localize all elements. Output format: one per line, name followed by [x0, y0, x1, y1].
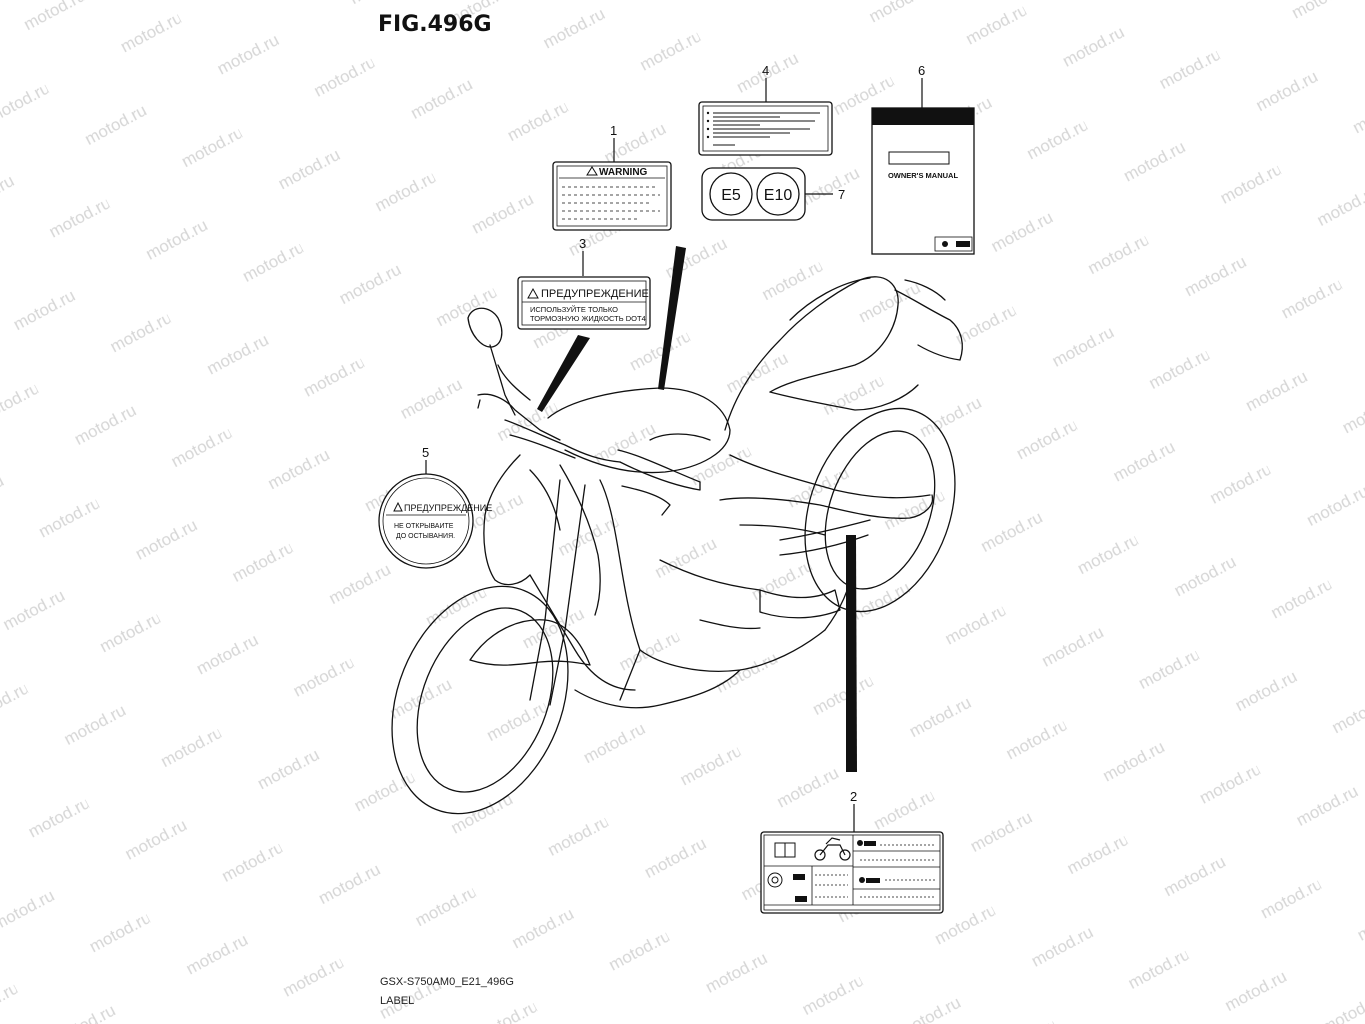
radiator-line-1: НЕ ОТКРЫВАИТЕ: [394, 523, 454, 530]
label-4-spec: [698, 101, 833, 156]
load-icon: [793, 874, 807, 902]
brake-line-2: ТОРМОЗНУЮ ЖИДКОСТЬ DOT4: [530, 314, 646, 323]
callout-7: 7: [838, 187, 845, 202]
figure-code: GSX-S750AM0_E21_496G: [380, 976, 514, 988]
warning-heading: WARNING: [599, 167, 648, 178]
brake-line-1: ИСПОЛЬЗУЙТЕ ТОЛЬКО: [530, 305, 618, 314]
brake-heading: ПРЕДУПРЕЖДЕНИЕ: [541, 288, 649, 300]
callout-5: 5: [422, 445, 429, 460]
leader-pointers: [425, 78, 923, 832]
radiator-heading: ПРЕДУПРЕЖДЕНИЕ: [404, 503, 492, 513]
label-1-warning: WARNING: [552, 161, 672, 231]
label-2-tire-info: [760, 831, 944, 914]
label-5-radiator-warning: ПРЕДУПРЕЖДЕНИЕ НЕ ОТКРЫВАИТЕ ДО ОСТЫВАНИ…: [378, 473, 492, 569]
label-7-fuel-compatibility: E5 E10: [701, 167, 806, 221]
label-3-brake-fluid: ПРЕДУПРЕЖДЕНИЕ ИСПОЛЬЗУЙТЕ ТОЛЬКО ТОРМОЗ…: [517, 276, 651, 330]
item-6-owners-manual: OWNER'S MANUAL: [871, 107, 975, 255]
motorcycle-outline: [391, 276, 963, 815]
callout-4: 4: [762, 63, 769, 78]
callout-6: 6: [918, 63, 925, 78]
brake-warning-triangle-icon: [527, 287, 539, 299]
figure-title: FIG.496G: [378, 12, 492, 37]
pointer-label-2: [846, 535, 857, 772]
fuel-e10-badge: E10: [764, 187, 793, 204]
figure-label: LABEL: [380, 995, 415, 1007]
manual-book-icon: [774, 842, 796, 858]
tire-icon: [767, 872, 783, 888]
fuel-e5-badge: E5: [721, 187, 741, 204]
rider-solo-icon: [857, 840, 876, 846]
callout-3: 3: [579, 236, 586, 251]
radiator-warning-triangle-icon: [393, 501, 403, 512]
callout-1: 1: [610, 123, 617, 138]
radiator-line-2: ДО ОСТЫВАНИЯ.: [396, 533, 455, 540]
callout-2: 2: [850, 789, 857, 804]
motorcycle-icon: [814, 837, 851, 861]
warning-triangle-icon: [586, 166, 598, 176]
manual-title: OWNER'S MANUAL: [888, 171, 959, 180]
manual-logo-icon: [942, 241, 948, 247]
pointer-label-1: [658, 246, 686, 390]
rider-duo-icon: [859, 877, 880, 883]
pointer-label-3: [537, 335, 590, 412]
callout-numbers: 1 2 3 4 5 6 7: [422, 63, 925, 804]
